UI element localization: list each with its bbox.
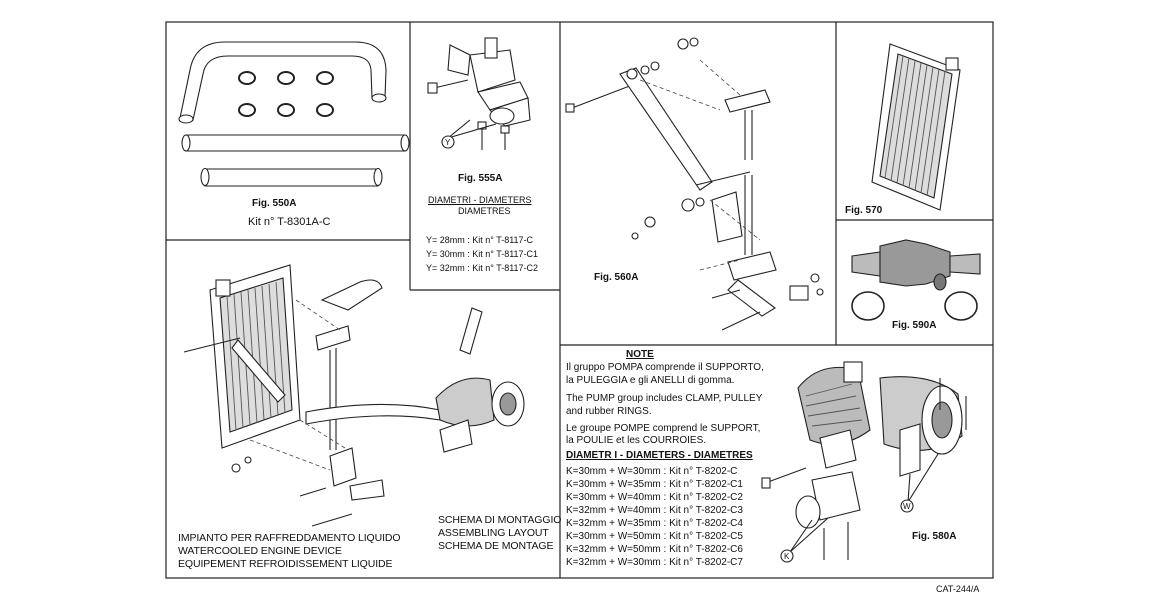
fig-560a-label: Fig. 560A [594,272,639,283]
thermostat-590-illustration [851,239,981,321]
kit-row-580: K=32mm + W=50mm : Kit n° T-8202-C6 [566,544,743,555]
kit-row-580: K=30mm + W=50mm : Kit n° T-8202-C5 [566,531,743,542]
kit-row-580: K=30mm + W=40mm : Kit n° T-8202-C2 [566,492,743,503]
main-caption: IMPIANTO PER RAFFREDDAMENTO LIQUIDO [178,532,401,544]
kit-550a-label: Kit n° T-8301A-C [248,216,331,228]
note-line: The PUMP group includes CLAMP, PULLEY [566,393,763,404]
bracket-560-illustration [565,37,824,331]
fig-570-label: Fig. 570 [845,205,883,216]
fig-555a-label: Fig. 555A [458,173,503,184]
watercooled-layout-illustration [183,264,525,527]
assembly-caption: SCHEMA DI MONTAGGIO [438,514,562,526]
pump-580-illustration [761,361,967,563]
dashed-assembly-lines [249,59,761,471]
note-line: la POULIE et les COURROIES. [566,435,707,446]
fig-580a-label: Fig. 580A [912,531,957,542]
kit-row-580: K=30mm + W=35mm : Kit n° T-8202-C1 [566,479,743,490]
clamps [238,71,334,117]
kit-row-555: Y= 30mm : Kit n° T-8117-C1 [426,249,539,259]
fig-550a-label: Fig. 550A [252,198,297,209]
kit-row-555: Y= 32mm : Kit n° T-8117-C2 [426,263,539,273]
hose-kit-illustration [178,41,410,187]
assembly-caption: ASSEMBLING LAYOUT [438,527,549,539]
note-diameters-heading: DIAMETR I - DIAMETERS - DIAMETRES [566,450,753,461]
kit-row-580: K=32mm + W=40mm : Kit n° T-8202-C3 [566,505,743,516]
callout-k: K [784,552,790,561]
diameters-subheading-555: DIAMETRES [458,206,511,216]
note-line: Il gruppo POMPA comprende il SUPPORTO, [566,362,764,373]
outer-frame [165,21,994,579]
note-title: NOTE [626,349,654,360]
main-caption: EQUIPEMENT REFROIDISSEMENT LIQUIDE [178,558,393,570]
diameters-heading-555: DIAMETRI - DIAMETERS [428,195,532,205]
kit-row-555: Y= 28mm : Kit n° T-8117-C [426,235,534,245]
catalog-code: CAT-244/A [936,584,980,594]
support-555-illustration [427,37,531,150]
note-line: la PULEGGIA e gli ANELLI di gomma. [566,375,735,386]
kit-row-580: K=32mm + W=35mm : Kit n° T-8202-C4 [566,518,743,529]
note-line: Le groupe POMPE comprend le SUPPORT, [566,423,761,434]
main-caption: WATERCOOLED ENGINE DEVICE [178,545,342,557]
radiator-570-illustration [871,43,961,211]
callout-y: Y [445,138,451,147]
kit-row-580: K=30mm + W=30mm : Kit n° T-8202-C [566,466,738,477]
kit-row-580: K=32mm + W=30mm : Kit n° T-8202-C7 [566,557,743,568]
callout-w: W [903,502,911,511]
note-line: and rubber RINGS. [566,406,652,417]
fig-590a-label: Fig. 590A [892,320,937,331]
assembly-caption: SCHEMA DE MONTAGE [438,540,554,552]
